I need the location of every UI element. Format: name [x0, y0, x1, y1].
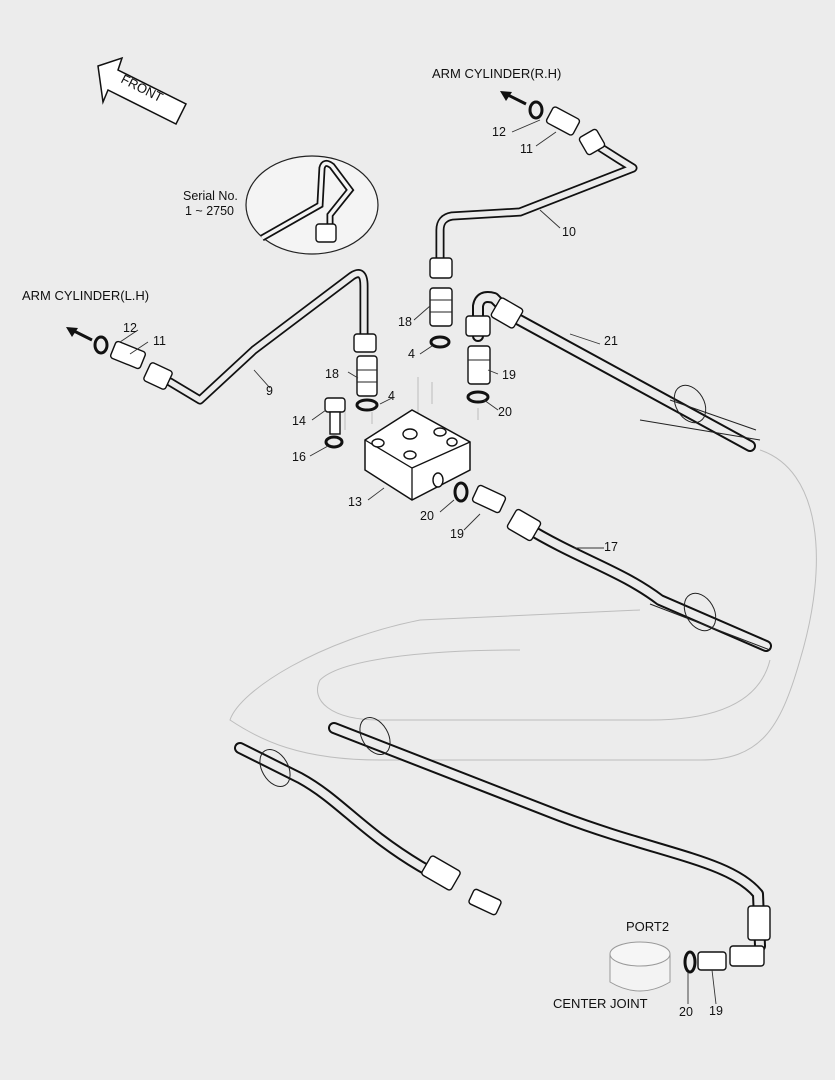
callout-13: 13 — [348, 495, 362, 509]
lh-fittings — [66, 327, 147, 370]
callout-20: 20 — [420, 509, 434, 523]
callout-11: 11 — [153, 334, 166, 348]
pipe-10 — [429, 128, 638, 279]
connectors-18 — [355, 287, 453, 412]
center-joint — [609, 941, 727, 992]
callout-12: 12 — [123, 321, 137, 335]
rh-fittings — [500, 91, 581, 136]
callout-20: 20 — [679, 1005, 693, 1019]
callout-18: 18 — [325, 367, 339, 381]
callout-19: 19 — [502, 368, 516, 382]
callout-20: 20 — [498, 405, 512, 419]
lower-hoses — [234, 717, 771, 967]
callout-4: 4 — [408, 347, 415, 361]
serial-line-2: 1 ~ 2750 — [185, 204, 234, 218]
arm-cylinder-lh-label: ARM CYLINDER(L.H) — [22, 288, 149, 303]
pipe-9 — [143, 269, 377, 405]
callout-19: 19 — [450, 527, 464, 541]
port2-label: PORT2 — [626, 919, 669, 934]
callout-18: 18 — [398, 315, 412, 329]
callout-12: 12 — [492, 125, 506, 139]
connector-19-mid — [453, 481, 507, 514]
connector-19-upper — [466, 345, 491, 404]
callout-21: 21 — [604, 334, 618, 348]
leader-lines — [119, 119, 717, 1005]
block-13 — [364, 409, 471, 501]
hidden-hose-routing — [229, 377, 817, 761]
hose-17 — [506, 508, 772, 652]
callout-9: 9 — [266, 384, 273, 398]
callout-19: 19 — [709, 1004, 723, 1018]
center-joint-label: CENTER JOINT — [553, 996, 648, 1011]
hose-21 — [465, 291, 761, 452]
callout-10: 10 — [562, 225, 576, 239]
callout-4: 4 — [388, 389, 395, 403]
serial-inset: Serial No. 1 ~ 2750 — [183, 155, 379, 255]
front-arrow-icon: FRONT — [97, 56, 188, 126]
callout-16: 16 — [292, 450, 306, 464]
serial-line-1: Serial No. — [183, 189, 238, 203]
arm-cylinder-rh-label: ARM CYLINDER(R.H) — [432, 66, 561, 81]
callout-17: 17 — [604, 540, 618, 554]
callout-14: 14 — [292, 414, 306, 428]
bolt-14 — [324, 397, 346, 449]
callout-11: 11 — [520, 142, 533, 156]
